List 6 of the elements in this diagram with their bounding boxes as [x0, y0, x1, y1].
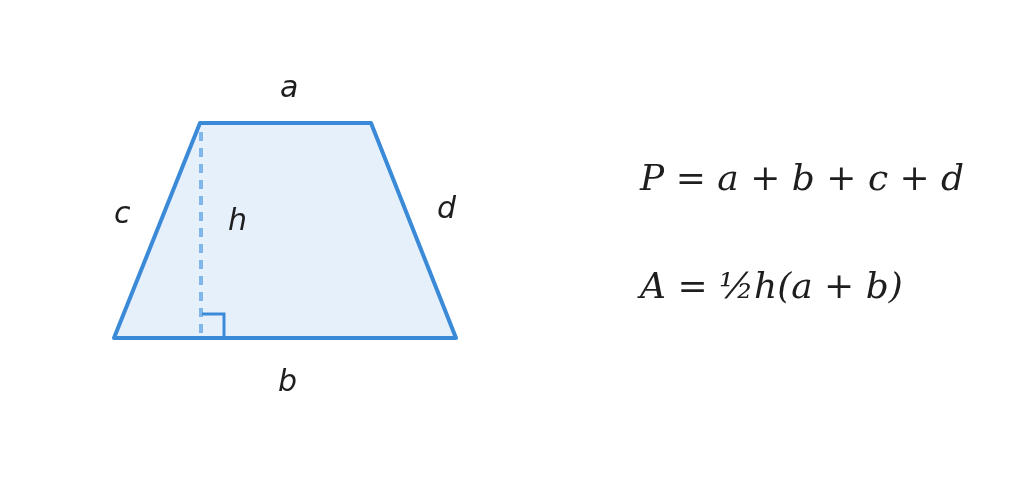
side-label: c [114, 198, 131, 228]
side-label: a [280, 72, 299, 102]
perimeter-formula: P = a + b + c + d [640, 160, 965, 196]
side-label: d [437, 193, 457, 223]
side-label: b [278, 366, 298, 396]
height-label: h [228, 205, 247, 235]
